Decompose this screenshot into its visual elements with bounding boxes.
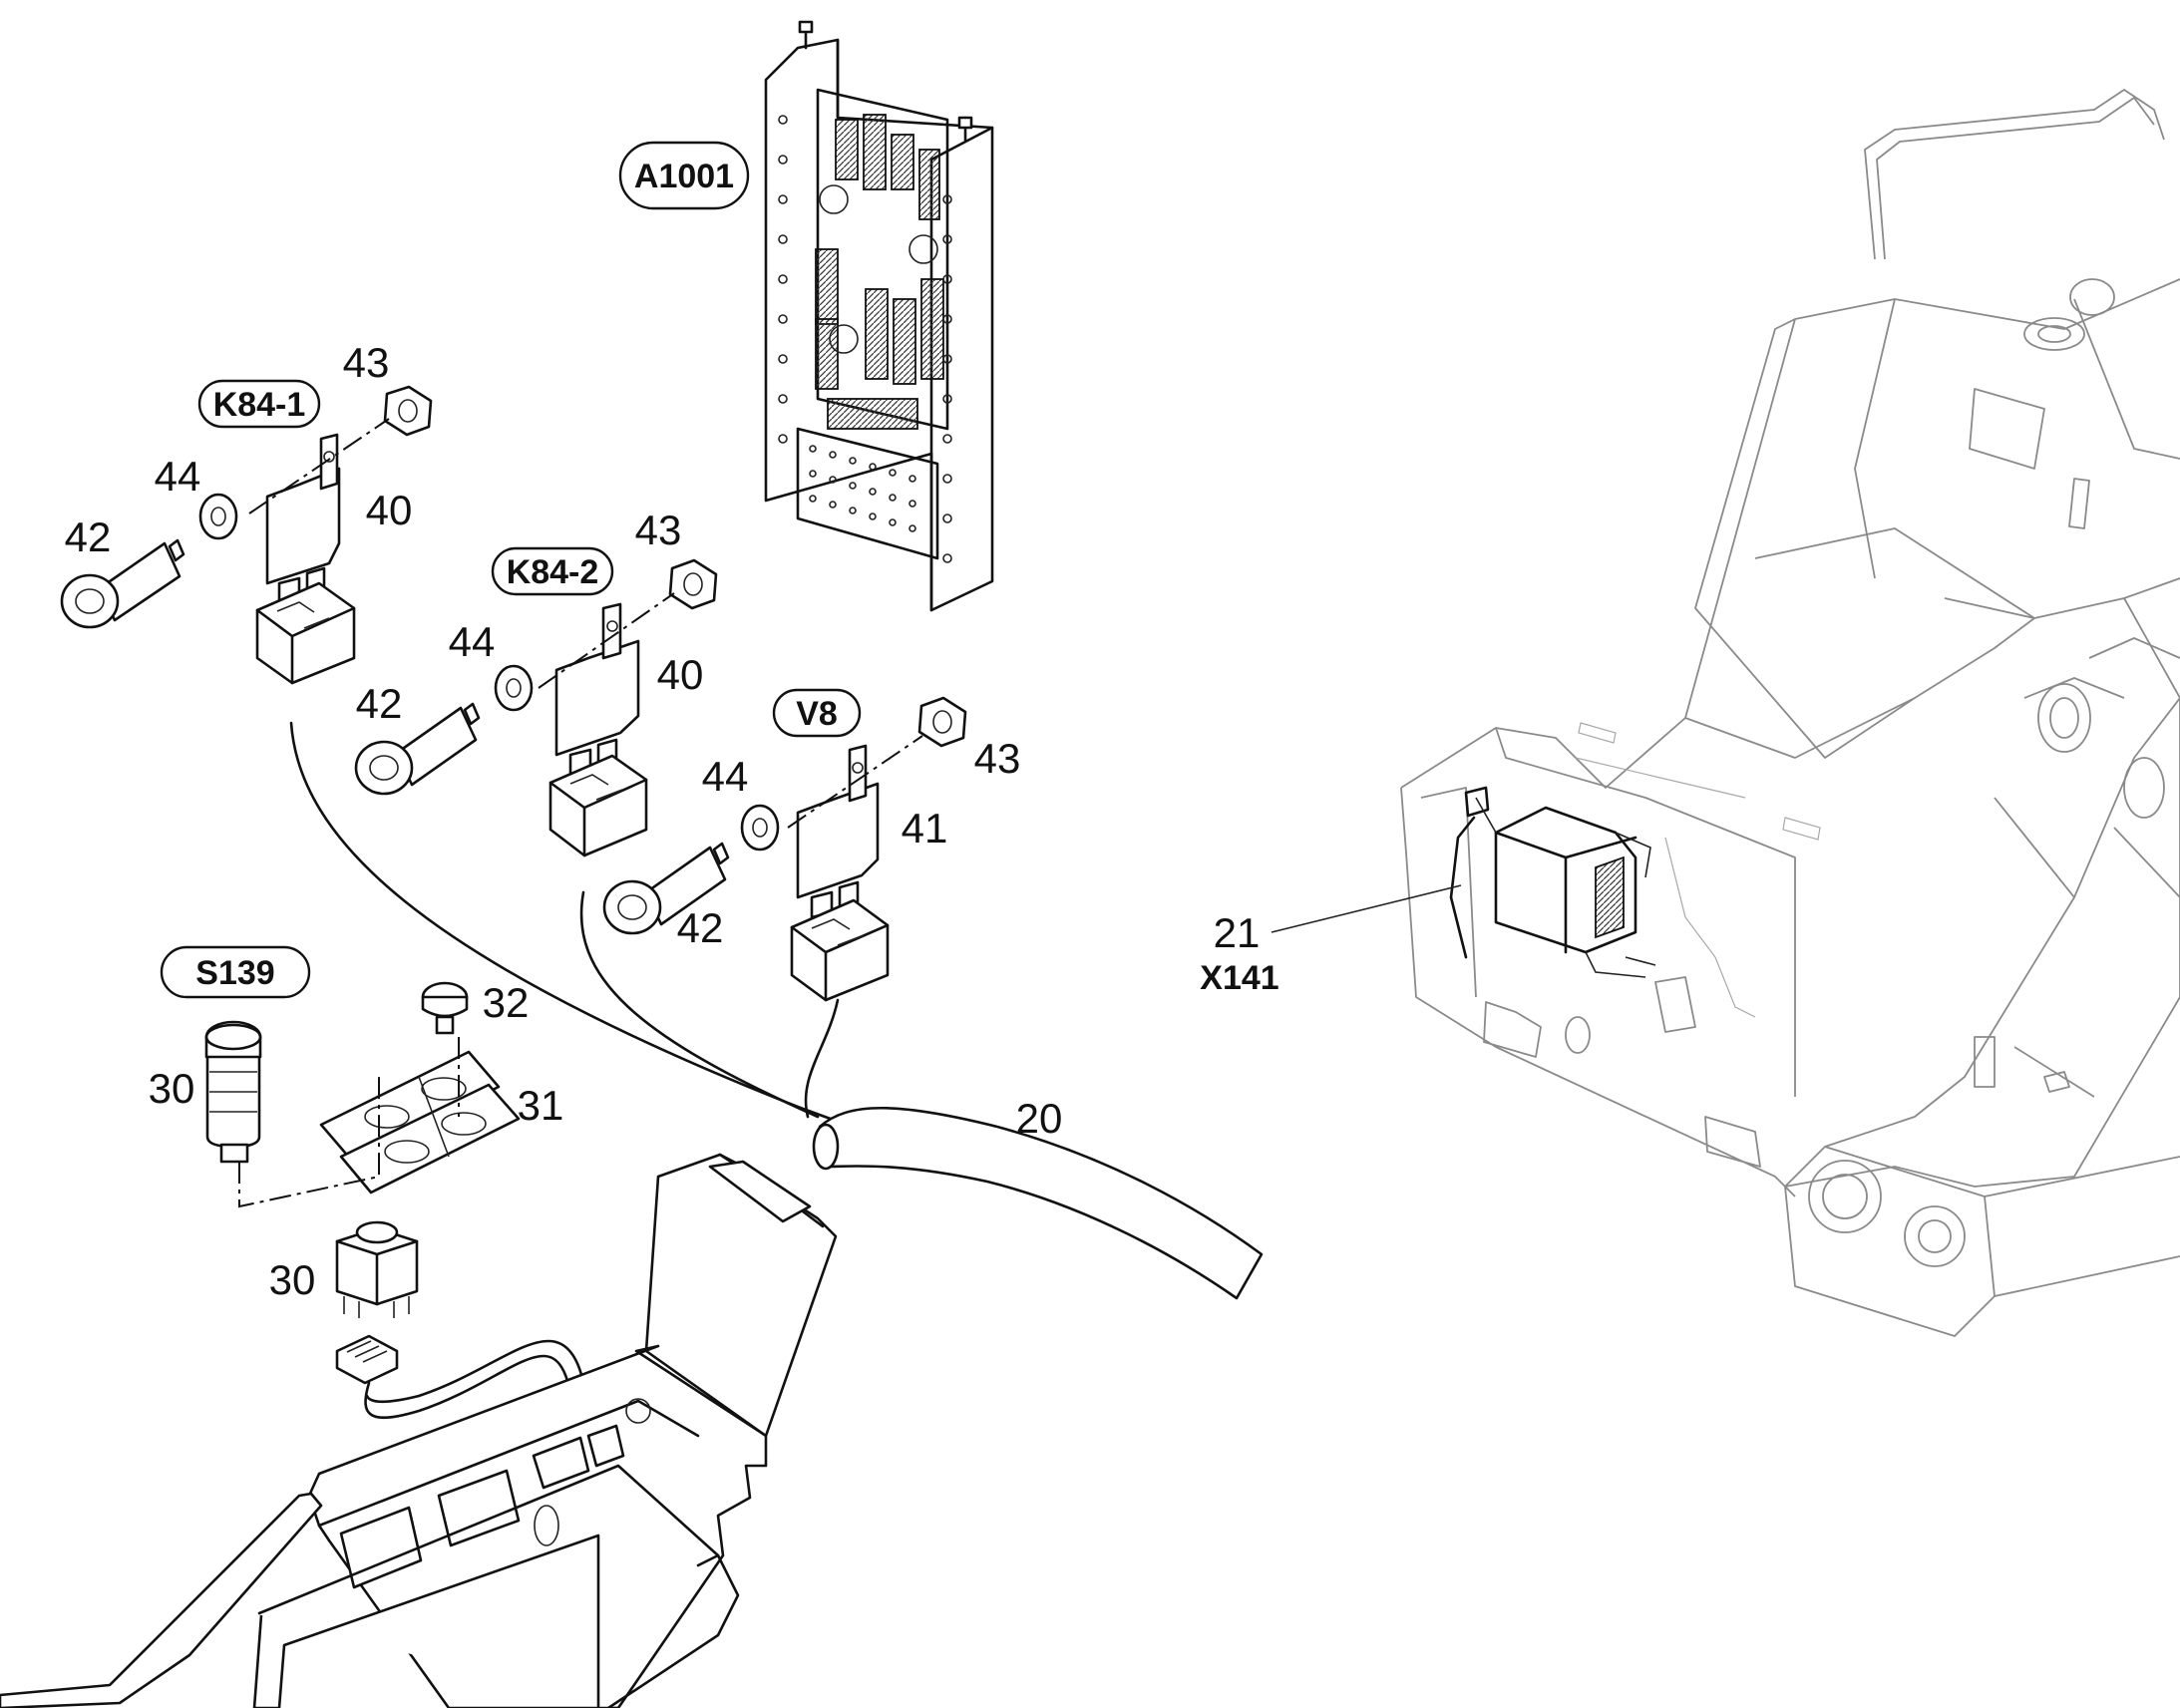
ref-k84-1-text: K84-1 [213,386,306,424]
part-42-b: 42 [356,680,403,727]
washer-44-a [198,493,238,540]
ref-s139-text: S139 [195,954,274,992]
part-31: 31 [518,1082,564,1129]
bolt-42-c [602,842,730,935]
ref-k84-1: K84-1 [197,379,321,429]
leader-k84-2 [538,592,675,689]
bolt-42-a [60,538,185,629]
part-44-b: 44 [449,618,496,665]
relay-40-a [265,433,341,605]
part-41: 41 [902,805,948,852]
switch-connector [335,1334,399,1385]
leader-21 [1271,884,1462,933]
control-board-a1001 [764,20,994,612]
cap-32 [421,981,469,1035]
part-30-a: 30 [149,1065,195,1112]
ref-a1001-text: A1001 [634,158,734,195]
switch-body-30 [335,1220,419,1318]
cable-harness-20 [812,1106,1264,1300]
socket-b [548,754,648,857]
part-43-c: 43 [974,735,1021,782]
part-40-b: 40 [657,651,704,698]
ref-v8-text: V8 [796,695,838,733]
leader-s139 [238,1037,460,1208]
part-42-a: 42 [65,513,112,560]
wire-v8 [804,998,840,1119]
ref-v8: V8 [772,688,862,738]
part-43-b: 43 [635,507,682,553]
leader-k84-1 [248,418,390,514]
washer-44-c [740,804,780,852]
part-32: 32 [483,979,530,1026]
part-30-b: 30 [269,1256,316,1303]
junction-box-21 [1449,786,1656,978]
part-42-c: 42 [677,904,724,951]
control-console [0,1153,838,1708]
machine-frame-x141 [1400,89,2180,1337]
switch-frame-31 [319,1050,521,1195]
ref-a1001: A1001 [618,141,750,210]
part-21: 21 [1214,909,1261,956]
nut-43-b [668,558,718,610]
socket-a [255,581,356,685]
part-20: 20 [1016,1095,1063,1142]
ref-s139: S139 [160,945,311,999]
part-44-c: 44 [702,753,749,800]
relay-40-b [554,602,640,777]
nut-43-a [383,385,433,437]
bolt-42-b [354,702,481,796]
leader-v8 [787,735,923,829]
socket-c [790,898,890,1002]
relay-41 [796,744,880,919]
nut-43-c [917,696,967,748]
ref-k84-2-text: K84-2 [507,553,599,591]
part-43-a: 43 [343,339,390,386]
washer-44-b [494,664,534,712]
wire-k84-2 [579,890,820,1119]
part-40-a: 40 [366,487,413,533]
ref-x141-text: X141 [1200,959,1278,997]
ref-k84-2: K84-2 [491,546,614,596]
part-44-a: 44 [155,453,201,500]
switch-cap-30 [204,1020,262,1164]
